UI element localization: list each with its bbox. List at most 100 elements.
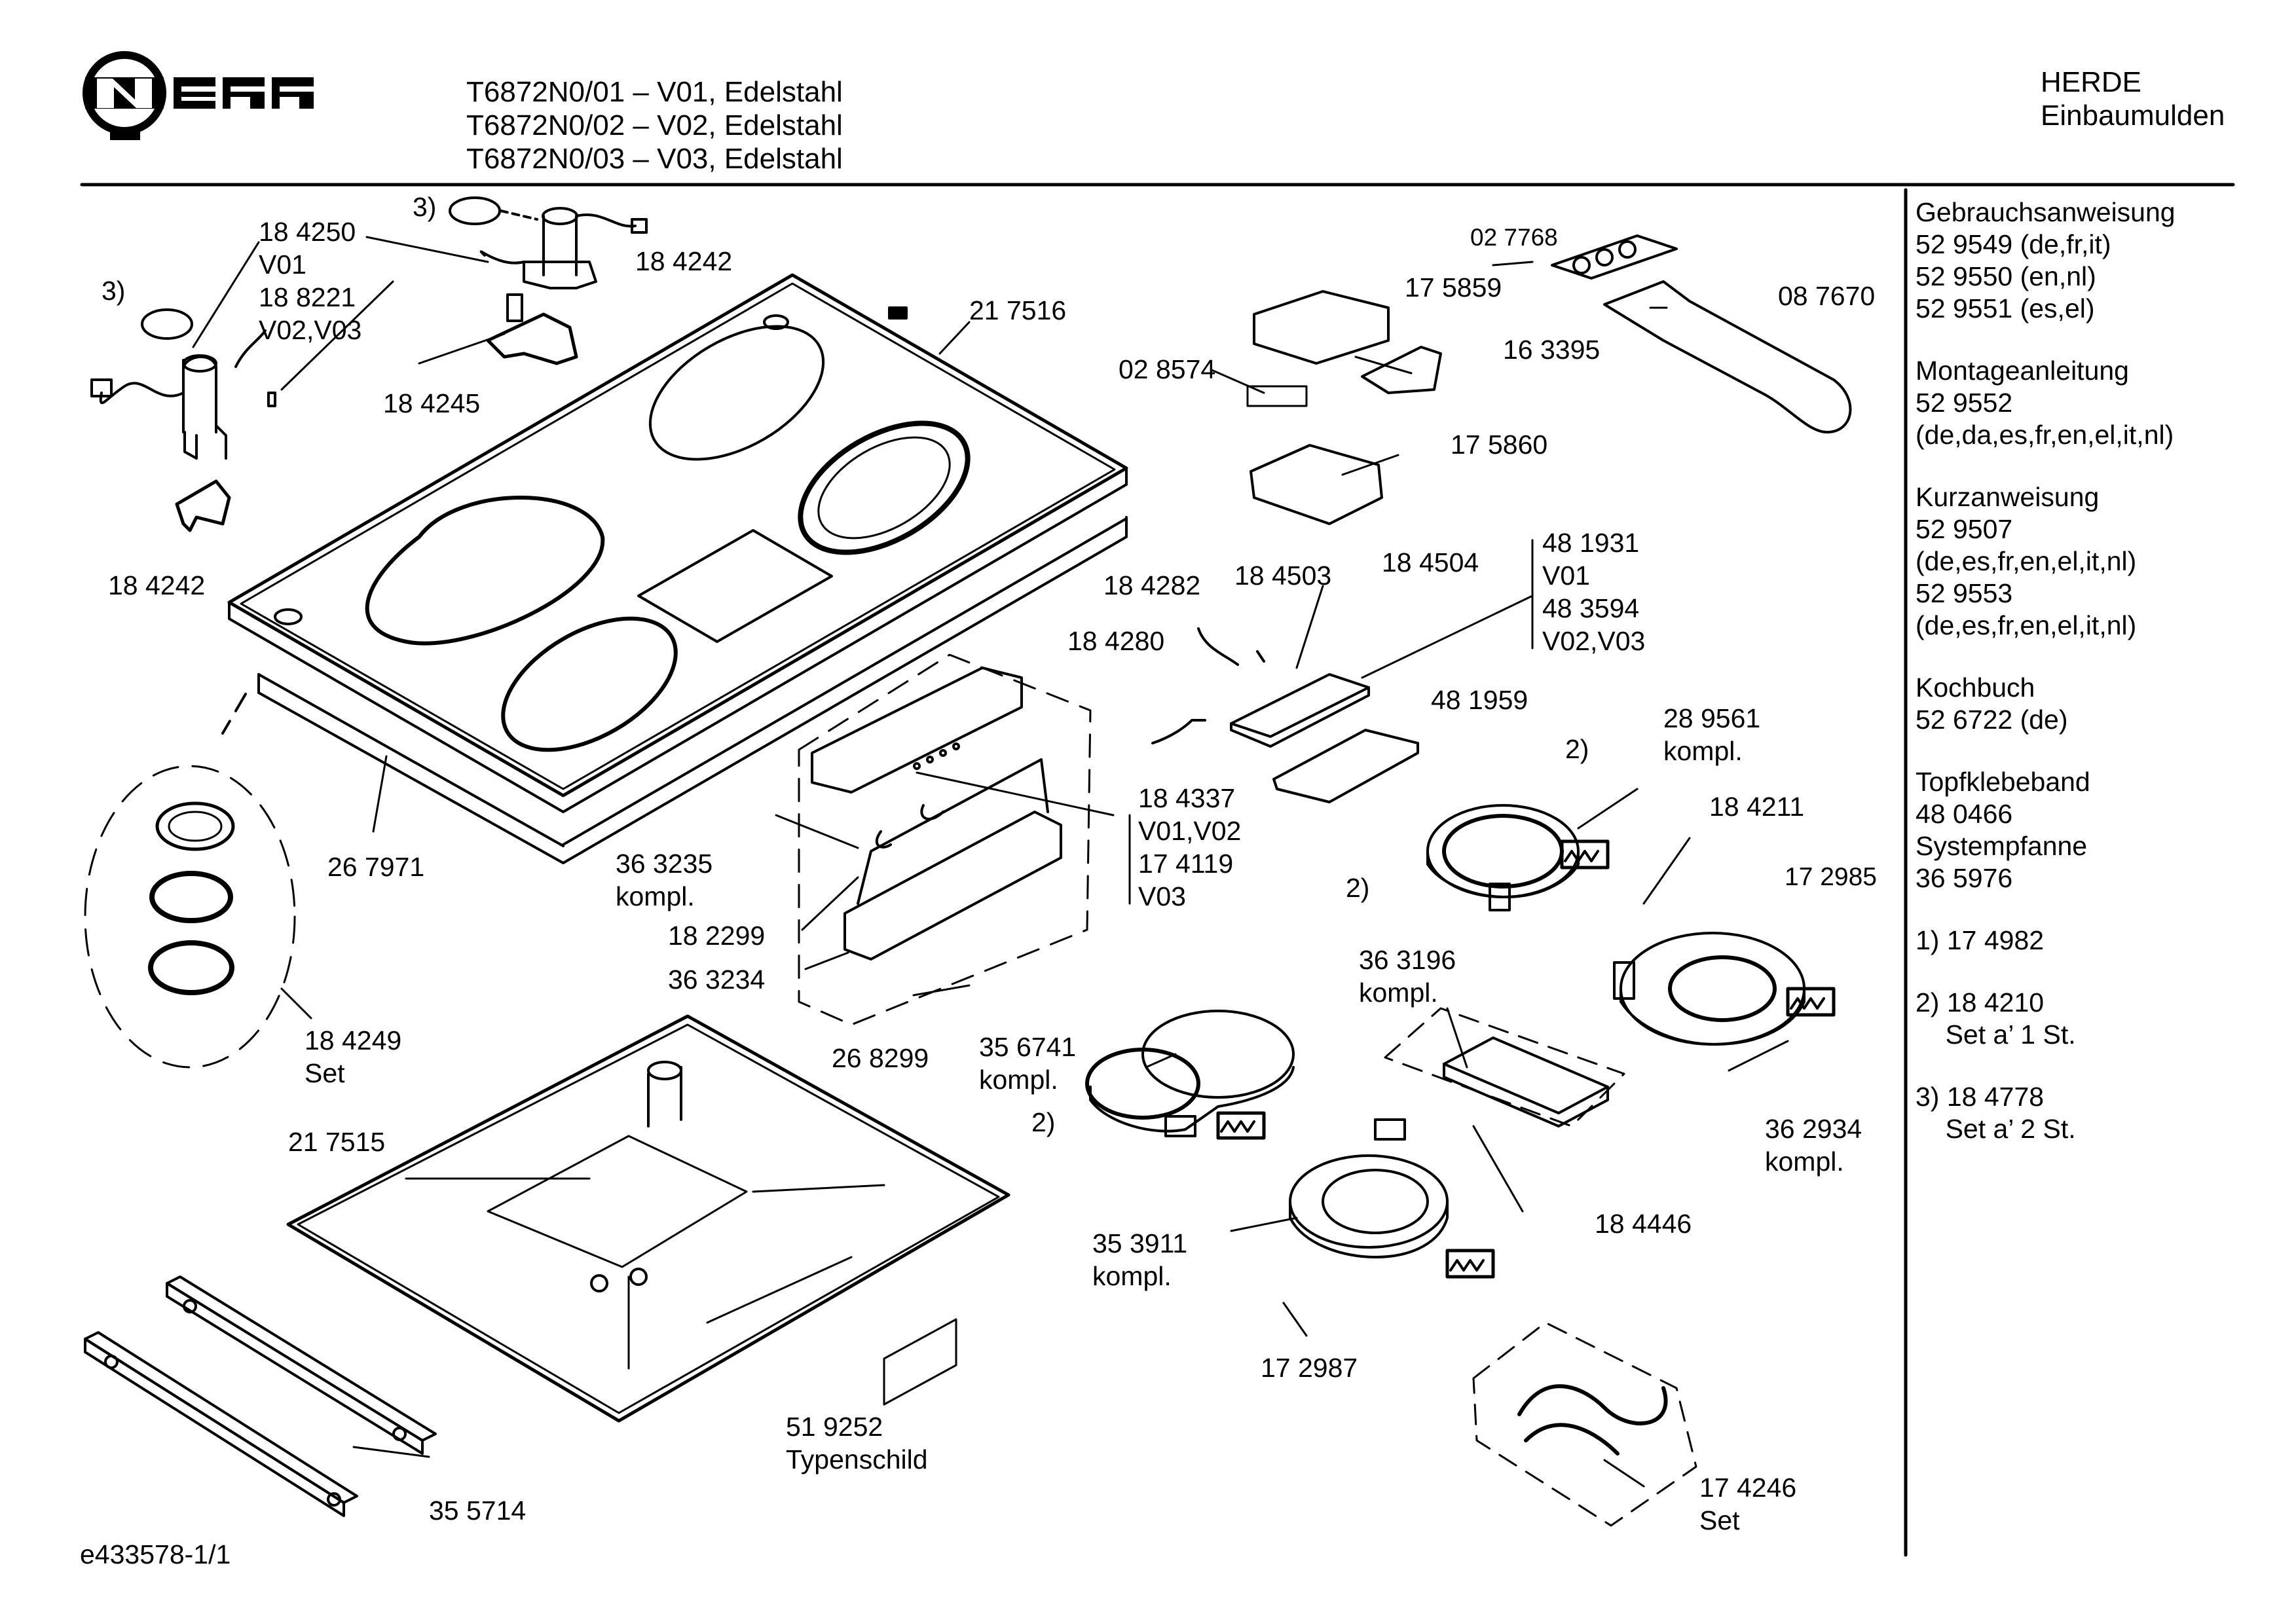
part-label: 18 4446 bbox=[1595, 1209, 1692, 1239]
subcategory-label: Einbaumulden bbox=[2041, 100, 2225, 132]
type-plate bbox=[883, 1318, 957, 1406]
sidebar-line: 52 9549 (de,fr,it) bbox=[1916, 229, 2111, 259]
sidebar-line: 52 9551 (es,el) bbox=[1916, 293, 2095, 323]
part-label: 48 1959 bbox=[1431, 685, 1528, 715]
part-label: 18 4250 bbox=[259, 217, 356, 247]
sidebar-line: Topfklebeband bbox=[1916, 767, 2090, 797]
part-label: 16 3395 bbox=[1503, 335, 1601, 365]
model-line-1: T6872N0/01 – V01, Edelstahl bbox=[466, 76, 843, 108]
electronic-board bbox=[1151, 627, 1419, 803]
part-label: 08 7670 bbox=[1778, 281, 1876, 311]
part-label: 2) bbox=[1565, 734, 1589, 764]
sidebar-line: (de,da,es,fr,en,el,it,nl) bbox=[1916, 420, 2174, 450]
sidebar-line: Kurzanweisung bbox=[1916, 482, 2100, 512]
sidebar-line: 52 6722 (de) bbox=[1916, 705, 2068, 735]
part-label: kompl. bbox=[1092, 1261, 1172, 1291]
part-label: kompl. bbox=[979, 1065, 1058, 1095]
sidebar-line: 3) 18 4778 bbox=[1916, 1082, 2045, 1112]
part-label: 51 9252 bbox=[786, 1412, 883, 1442]
part-label: 36 3234 bbox=[668, 964, 766, 995]
part-label: 26 7971 bbox=[327, 852, 425, 882]
part-label: 02 7768 bbox=[1470, 224, 1558, 251]
part-label: 36 3235 bbox=[616, 849, 713, 879]
glass-ceramic-hob bbox=[227, 273, 1128, 864]
part-label: kompl. bbox=[1359, 978, 1438, 1008]
part-label: 18 4280 bbox=[1067, 626, 1165, 656]
part-label: 48 1931 bbox=[1542, 528, 1640, 558]
part-label: 18 4242 bbox=[635, 246, 733, 276]
sidebar-line: Montageanleitung bbox=[1916, 356, 2129, 386]
relay-components bbox=[1246, 290, 1442, 525]
part-label: V02,V03 bbox=[259, 315, 362, 345]
leader-lines bbox=[192, 236, 1789, 1488]
part-label: V02,V03 bbox=[1542, 626, 1646, 656]
part-label: 18 4242 bbox=[108, 570, 206, 600]
sidebar-line: Systempfanne bbox=[1916, 831, 2088, 861]
part-label: 18 4503 bbox=[1234, 560, 1332, 591]
sidebar-line: 1) 17 4982 bbox=[1916, 925, 2045, 955]
part-label: 17 4246 bbox=[1699, 1473, 1797, 1503]
part-label: 35 3911 bbox=[1092, 1228, 1188, 1258]
drawing-code: e433578-1/1 bbox=[80, 1539, 231, 1569]
sidebar-line: 36 5976 bbox=[1916, 863, 2013, 893]
part-label: 36 3196 bbox=[1359, 945, 1456, 975]
part-label: V01 bbox=[259, 249, 306, 280]
part-label: 18 4249 bbox=[305, 1025, 402, 1055]
category-label: HERDE bbox=[2041, 66, 2142, 98]
sidebar-group: 2) 18 4210 Set a’ 1 St. bbox=[1916, 987, 2176, 1051]
sidebar-line: (de,es,fr,en,el,it,nl) bbox=[1916, 546, 2137, 576]
heating-element-set bbox=[1472, 1321, 1697, 1527]
seal-set bbox=[84, 693, 296, 1069]
part-label: 18 4245 bbox=[383, 388, 481, 418]
mounting-rails bbox=[84, 1275, 437, 1517]
part-label: 21 7515 bbox=[288, 1127, 386, 1157]
thermostat-left bbox=[90, 308, 276, 532]
sidebar-line: 52 9552 bbox=[1916, 388, 2013, 418]
sidebar-group: 1) 17 4982 bbox=[1916, 925, 2176, 957]
part-label: 17 2985 bbox=[1785, 863, 1877, 891]
part-label: 3) bbox=[102, 276, 126, 306]
part-label: 18 8221 bbox=[259, 282, 356, 312]
model-line-2: T6872N0/02 – V02, Edelstahl bbox=[466, 109, 843, 141]
radiant-heater-353911 bbox=[1289, 1118, 1495, 1279]
part-label: 17 5860 bbox=[1451, 430, 1548, 460]
part-label: 2) bbox=[1031, 1107, 1056, 1137]
radiant-heater-289561 bbox=[1426, 804, 1610, 911]
part-label: 17 2987 bbox=[1261, 1353, 1358, 1383]
sidebar-line: 52 9553 bbox=[1916, 578, 2013, 608]
part-label: 36 2934 bbox=[1765, 1114, 1862, 1144]
neff-logo-icon bbox=[83, 51, 314, 140]
part-label: V03 bbox=[1138, 881, 1186, 911]
control-unit bbox=[1384, 1007, 1625, 1127]
part-label: 18 4504 bbox=[1382, 547, 1479, 577]
sidebar-line: 2) 18 4210 bbox=[1916, 987, 2045, 1017]
sidebar-line: (de,es,fr,en,el,it,nl) bbox=[1916, 610, 2137, 640]
part-label: Set bbox=[305, 1058, 345, 1088]
part-label: 3) bbox=[413, 192, 437, 222]
part-label: 26 8299 bbox=[832, 1043, 929, 1073]
sidebar-line: 52 9550 (en,nl) bbox=[1916, 261, 2096, 291]
part-label: 48 3594 bbox=[1542, 593, 1640, 623]
part-label: 17 4119 bbox=[1138, 849, 1234, 879]
electronics-housing bbox=[798, 653, 1092, 1026]
sidebar-line: Set a’ 1 St. bbox=[1916, 1019, 2076, 1050]
part-label: 35 6741 bbox=[979, 1032, 1077, 1062]
part-label: 18 2299 bbox=[668, 921, 766, 951]
part-label: Set bbox=[1699, 1505, 1740, 1535]
part-label: 18 4211 bbox=[1709, 792, 1805, 822]
part-label: 2) bbox=[1346, 873, 1370, 903]
thermostat-top bbox=[449, 196, 648, 365]
part-label: kompl. bbox=[1663, 736, 1743, 766]
dual-heater-356741 bbox=[1085, 1010, 1295, 1140]
sidebar-line: 48 0466 bbox=[1916, 799, 2013, 829]
part-label: 21 7516 bbox=[969, 295, 1067, 325]
sidebar-line: Set a’ 2 St. bbox=[1916, 1114, 2076, 1144]
sidebar-group: 3) 18 4778 Set a’ 2 St. bbox=[1916, 1081, 2176, 1145]
part-label: kompl. bbox=[1765, 1146, 1844, 1177]
